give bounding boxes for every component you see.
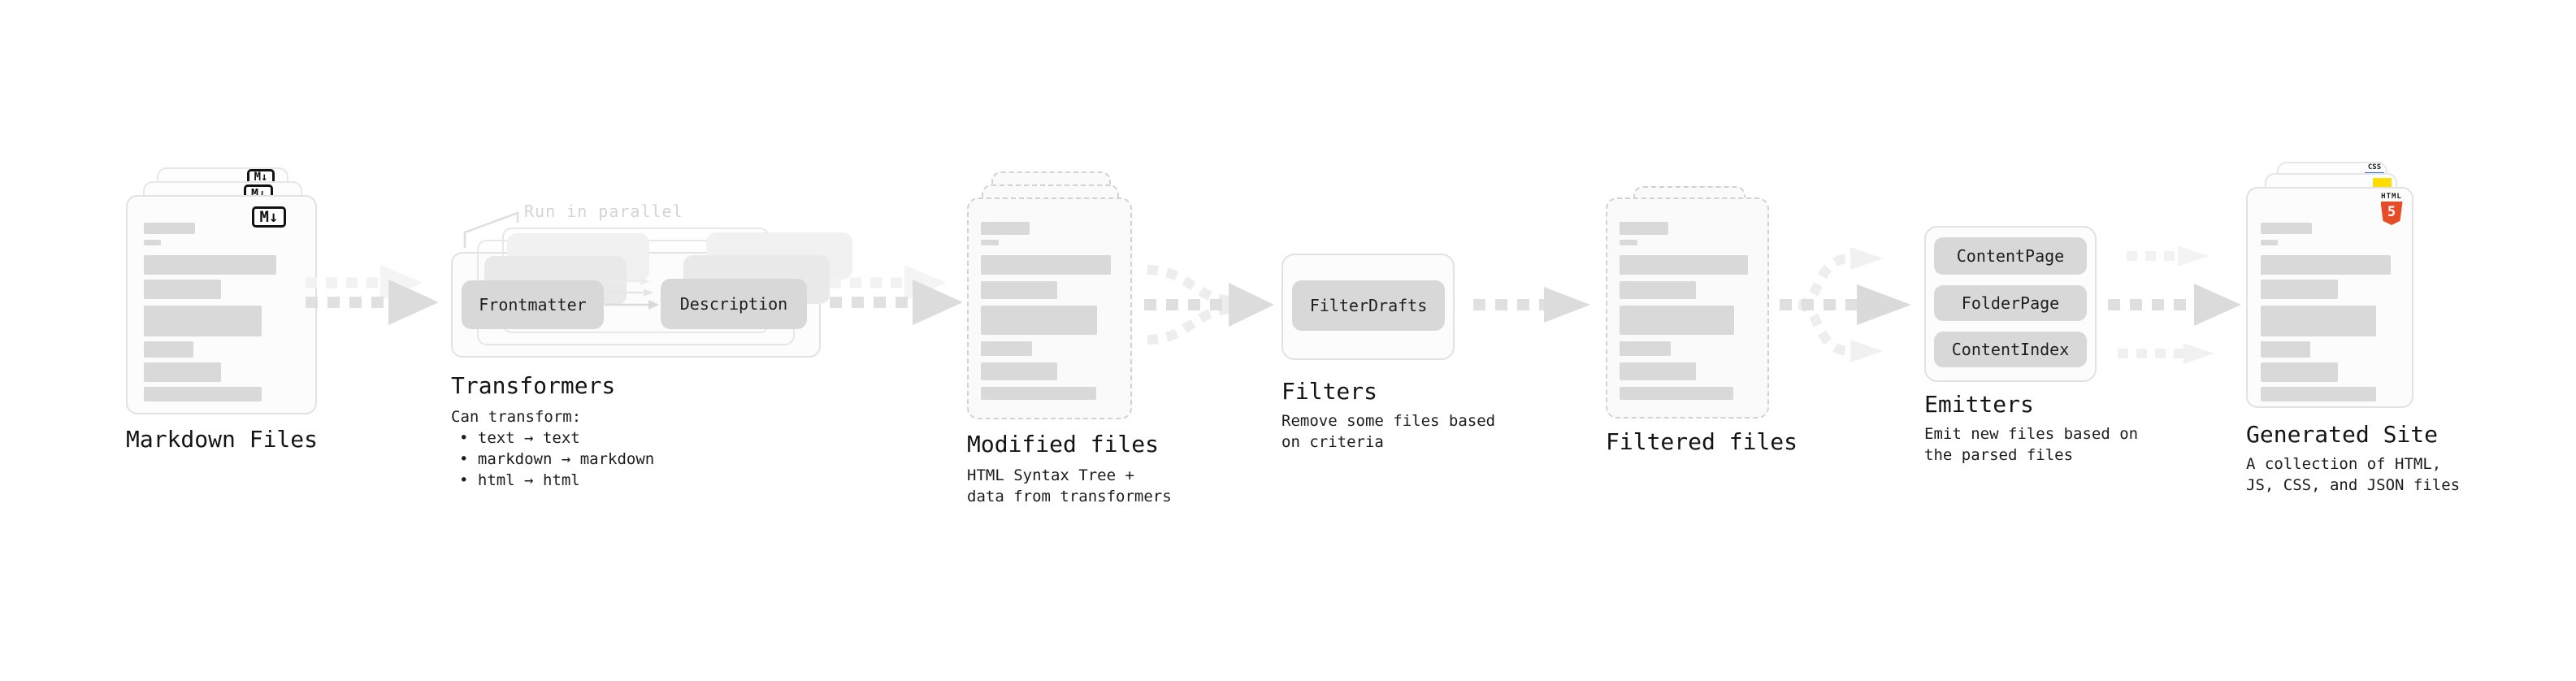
filters-desc-line1: Remove some files based <box>1281 412 1496 430</box>
arrow-emitters-to-site <box>2108 245 2241 364</box>
modified-files-title: Modified files <box>967 431 1160 458</box>
transformers-title: Transformers <box>451 372 616 399</box>
markdown-icon: M↓ <box>252 206 286 228</box>
transformers-bullet: • html → html <box>459 471 580 489</box>
arrow-filtered-to-emitters <box>1780 247 1911 362</box>
modified-file-placeholder-lines <box>981 222 1111 400</box>
js-icon <box>2373 178 2392 187</box>
emitters-title: Emitters <box>1924 391 2034 418</box>
transformers-bullet: • text → text <box>459 429 580 447</box>
site-file-placeholder-lines <box>2261 223 2391 401</box>
generated-site-title: Generated Site <box>2246 421 2439 448</box>
html5-icon-shield: 5 <box>2380 202 2403 225</box>
contentindex-pill: ContentIndex <box>1934 332 2087 367</box>
arrow-modified-to-filters <box>1144 265 1274 345</box>
arrow-markdown-to-transformers <box>306 265 439 325</box>
transformers-desc-heading: Can transform: <box>451 408 582 426</box>
folderpage-pill: FolderPage <box>1934 285 2087 321</box>
contentpage-pill: ContentPage <box>1934 237 2087 275</box>
generated-site-desc-line2: JS, CSS, and JSON files <box>2246 476 2461 494</box>
filters-title: Filters <box>1281 378 1378 405</box>
filtered-file-placeholder-lines <box>1620 222 1748 400</box>
arrow-filters-to-filtered <box>1473 287 1590 323</box>
emitters-desc-line2: the parsed files <box>1924 446 2074 464</box>
parallel-transform-arrows <box>605 277 659 310</box>
modified-files-desc-line1: HTML Syntax Tree + <box>967 466 1134 484</box>
arrow-transformers-to-modified <box>830 265 963 325</box>
filterdrafts-pill: FilterDrafts <box>1292 280 1445 331</box>
run-in-parallel-note: Run in parallel <box>524 202 683 221</box>
markdown-files-title: Markdown Files <box>126 426 319 453</box>
html5-icon-label: HTML <box>2381 193 2402 201</box>
emitters-desc-line1: Emit new files based on <box>1924 425 2139 443</box>
html5-icon-number: 5 <box>2387 204 2396 220</box>
run-in-parallel-leader-line <box>463 211 519 248</box>
frontmatter-pill: Frontmatter <box>462 280 604 329</box>
markdown-file-placeholder-lines <box>144 223 276 401</box>
filters-desc-line2: on criteria <box>1281 433 1384 451</box>
html5-icon: HTML 5 <box>2378 193 2405 225</box>
filtered-files-title: Filtered files <box>1606 428 1798 455</box>
modified-files-desc-line2: data from transformers <box>967 488 1172 505</box>
generated-site-desc-line1: A collection of HTML, <box>2246 455 2442 473</box>
transformers-bullet: • markdown → markdown <box>459 450 655 468</box>
css-icon-label: CSS <box>2367 163 2382 171</box>
description-pill: Description <box>661 279 807 329</box>
